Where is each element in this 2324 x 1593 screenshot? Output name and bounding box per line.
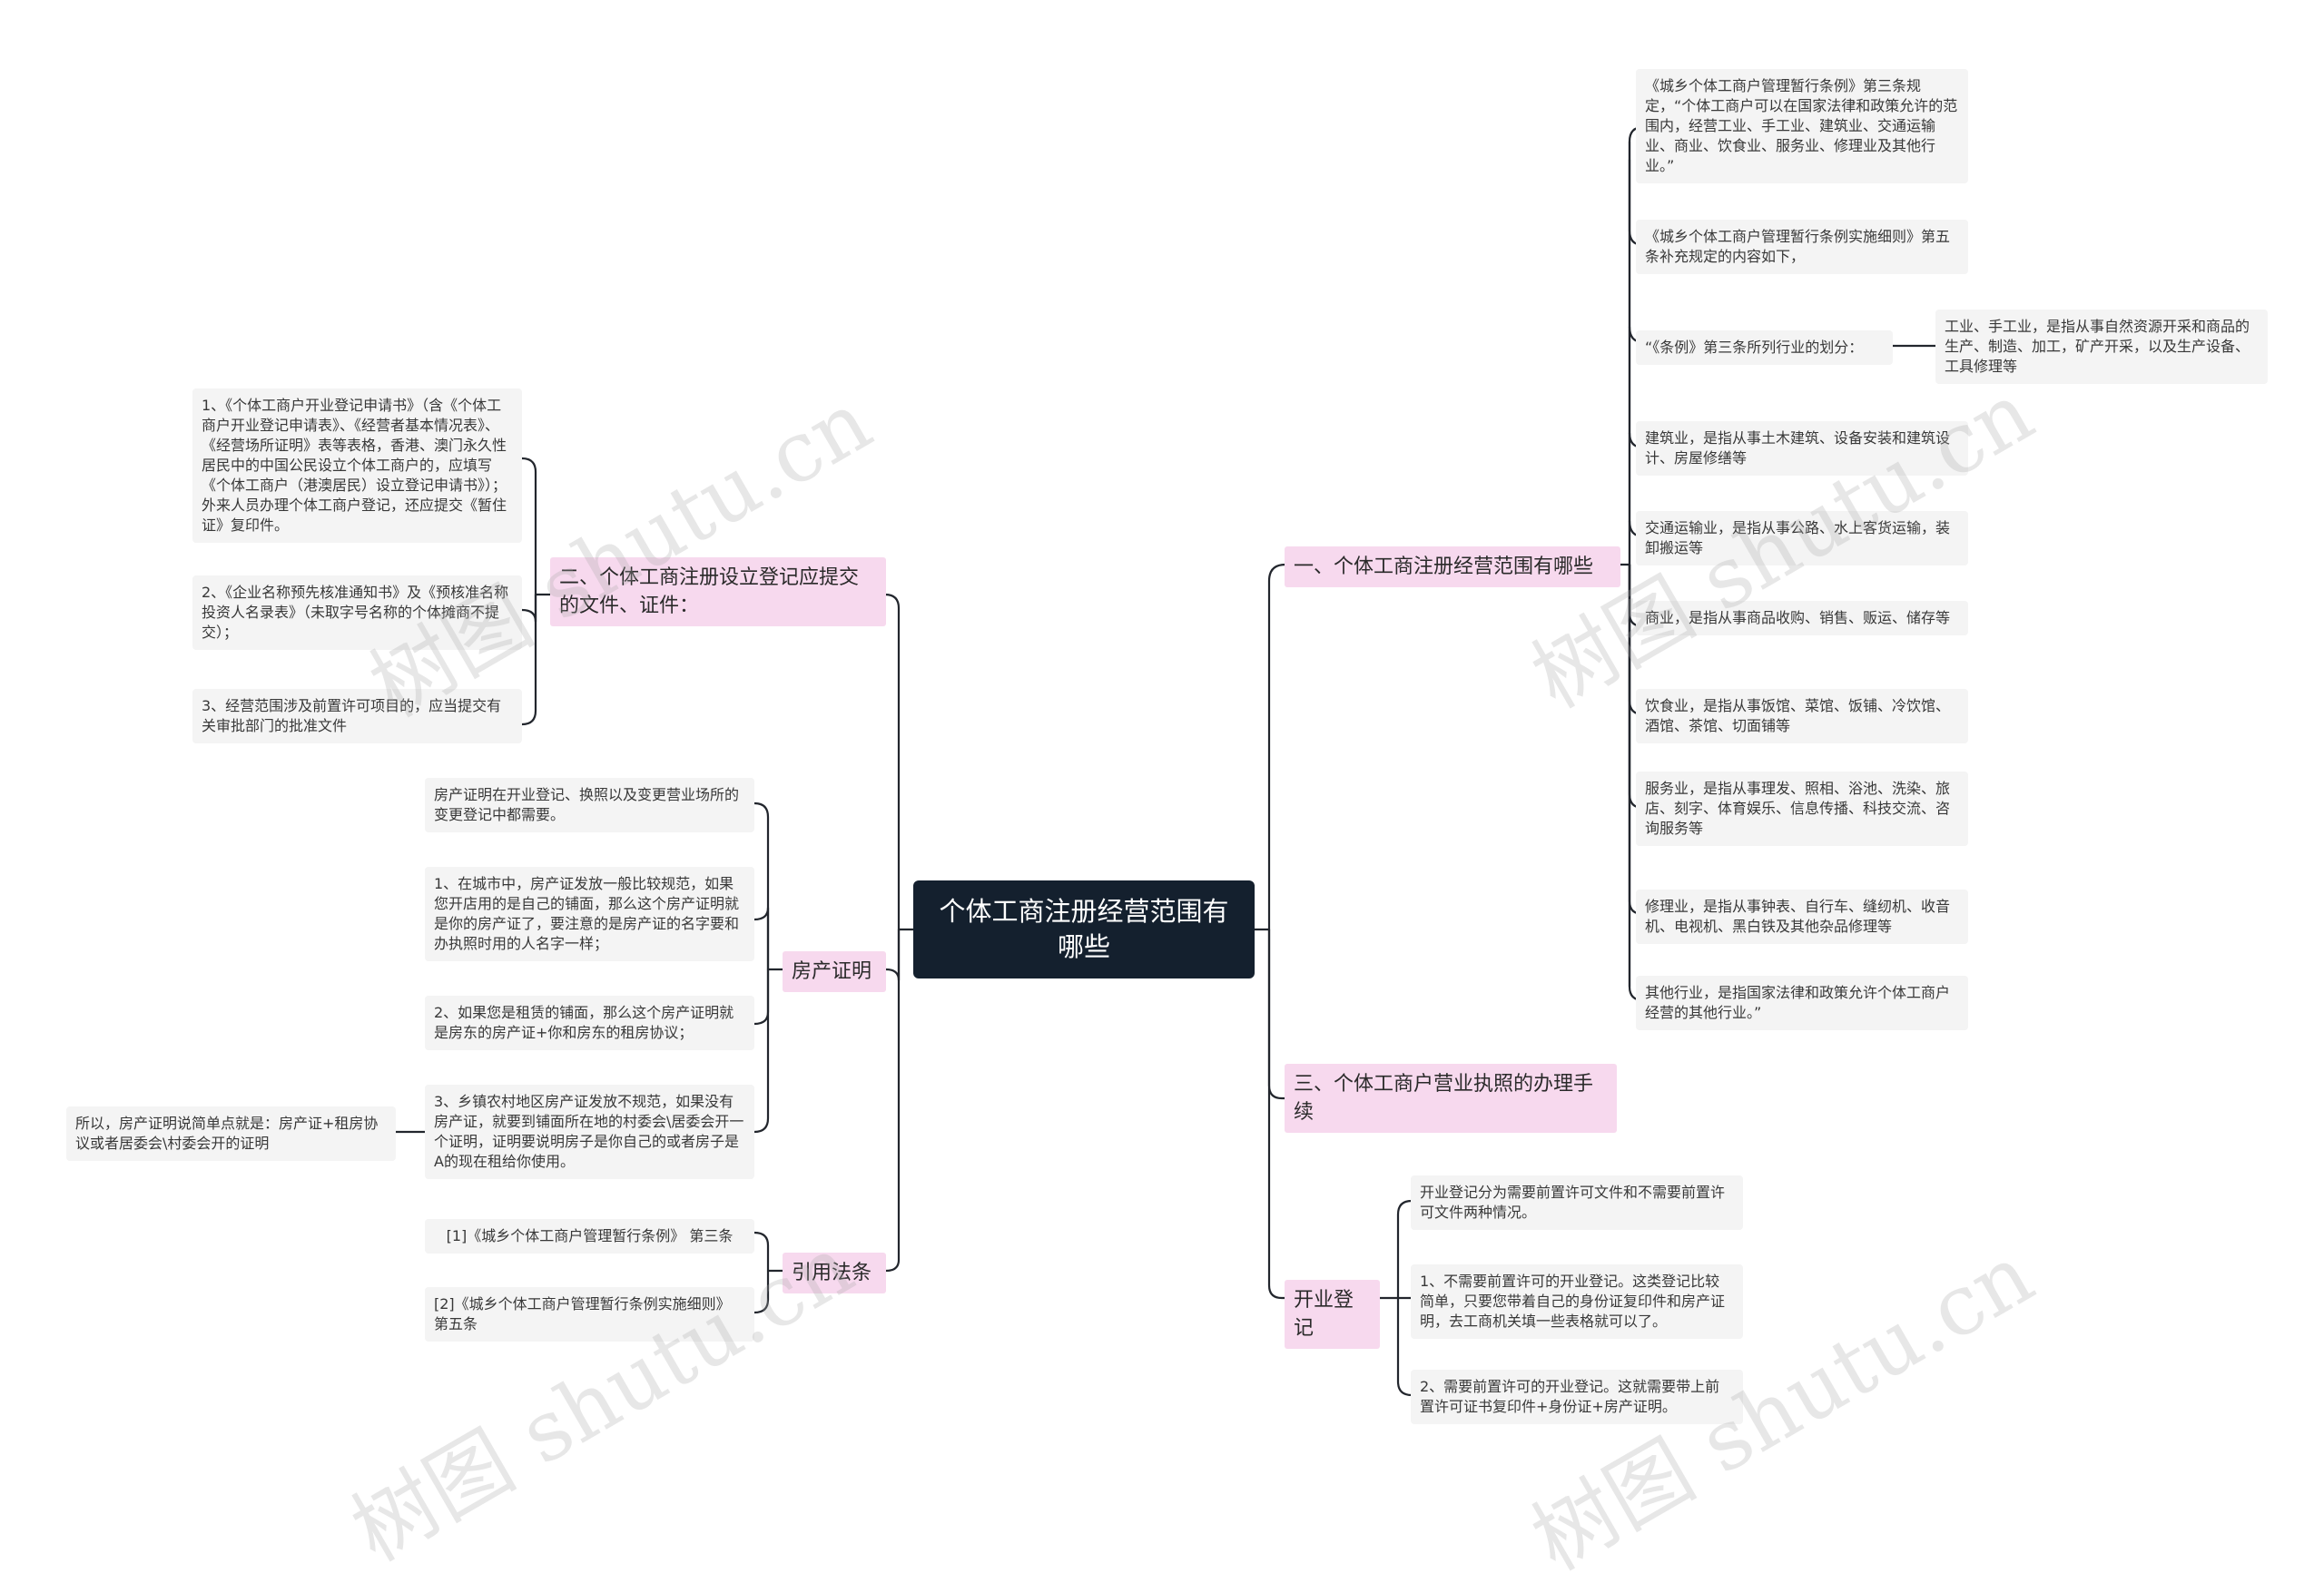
scope-item[interactable]: 《城乡个体工商户管理暂行条例》第三条规定，“个体工商户可以在国家法律和政策允许的… (1636, 69, 1968, 183)
scope-item[interactable]: 饮食业，是指从事饭馆、菜馆、饭铺、冷饮馆、酒馆、茶馆、切面铺等 (1636, 689, 1968, 743)
scope-item[interactable]: 其他行业，是指国家法律和政策允许个体工商户经营的其他行业。” (1636, 976, 1968, 1030)
branch-opening-registration[interactable]: 开业登记 (1285, 1280, 1380, 1349)
scope-item[interactable]: 服务业，是指从事理发、照相、浴池、洗染、旅店、刻字、体育娱乐、信息传播、科技交流… (1636, 772, 1968, 846)
branch-cited-laws[interactable]: 引用法条 (783, 1253, 886, 1293)
scope-item[interactable]: 商业，是指从事商品收购、销售、贩运、储存等 (1636, 601, 1968, 635)
branch-label: 二、个体工商注册设立登记应提交的文件、证件： (559, 566, 860, 617)
branch-label: 三、个体工商户营业执照的办理手续 (1294, 1073, 1594, 1124)
scope-item-text: 《城乡个体工商户管理暂行条例实施细则》第五条补充规定的内容如下， (1645, 228, 1951, 265)
opening-item[interactable]: 2、需要前置许可的开业登记。这就需要带上前置许可证书复印件+身份证+房产证明。 (1411, 1370, 1743, 1424)
document-item[interactable]: 3、经营范围涉及前置许可项目的，应当提交有关审批部门的批准文件 (192, 689, 522, 743)
scope-item-text: 建筑业，是指从事土木建筑、设备安装和建筑设计、房屋修缮等 (1645, 429, 1951, 467)
mindmap-root[interactable]: 个体工商注册经营范围有哪些 (913, 880, 1255, 978)
property-item-text: 2、如果您是租赁的铺面，那么这个房产证明就是房东的房产证+你和房东的租房协议； (434, 1004, 734, 1041)
document-item-text: 1、《个体工商户开业登记申请书》（含《个体工商户开业登记申请表》、《经营者基本情… (202, 397, 507, 534)
property-item-text: 房产证明在开业登记、换照以及变更营业场所的变更登记中都需要。 (434, 786, 740, 823)
property-item[interactable]: 3、乡镇农村地区房产证发放不规范，如果没有房产证，就要到铺面所在地的村委会\居委… (425, 1085, 754, 1179)
scope-subitem-text: 工业、手工业，是指从事自然资源开采和商品的生产、制造、加工，矿产开采，以及生产设… (1945, 318, 2250, 375)
scope-item[interactable]: 建筑业，是指从事土木建筑、设备安装和建筑设计、房屋修缮等 (1636, 421, 1968, 476)
branch-label: 房产证明 (792, 960, 872, 983)
branch-label: 开业登记 (1294, 1289, 1354, 1340)
opening-item-text: 1、不需要前置许可的开业登记。这类登记比较简单，只要您带着自己的身份证复印件和房… (1420, 1273, 1726, 1330)
branch-property-proof[interactable]: 房产证明 (783, 951, 886, 992)
opening-item-text: 2、需要前置许可的开业登记。这就需要带上前置许可证书复印件+身份证+房产证明。 (1420, 1378, 1720, 1415)
law-item-text: [2]《城乡个体工商户管理暂行条例实施细则》 第五条 (434, 1295, 731, 1332)
opening-item-text: 开业登记分为需要前置许可文件和不需要前置许可文件两种情况。 (1420, 1184, 1726, 1221)
scope-item-text: 《城乡个体工商户管理暂行条例》第三条规定，“个体工商户可以在国家法律和政策允许的… (1645, 77, 1958, 174)
scope-item[interactable]: 交通运输业，是指从事公路、水上客货运输，装卸搬运等 (1636, 511, 1968, 565)
property-item-text: 3、乡镇农村地区房产证发放不规范，如果没有房产证，就要到铺面所在地的村委会\居委… (434, 1093, 744, 1170)
law-item[interactable]: [1]《城乡个体工商户管理暂行条例》 第三条 (425, 1219, 754, 1254)
scope-item-text: 其他行业，是指国家法律和政策允许个体工商户经营的其他行业。” (1645, 984, 1951, 1021)
document-item[interactable]: 2、《企业名称预先核准通知书》及《预核准名称投资人名录表》（未取字号名称的个体摊… (192, 575, 522, 650)
scope-item-text: 商业，是指从事商品收购、销售、贩运、储存等 (1645, 609, 1951, 626)
opening-item[interactable]: 1、不需要前置许可的开业登记。这类登记比较简单，只要您带着自己的身份证复印件和房… (1411, 1264, 1743, 1339)
scope-item[interactable]: 修理业，是指从事钟表、自行车、缝纫机、收音机、电视机、黑白铁及其他杂品修理等 (1636, 890, 1968, 944)
law-item-text: [1]《城乡个体工商户管理暂行条例》 第三条 (446, 1227, 734, 1244)
scope-subitem[interactable]: 工业、手工业，是指从事自然资源开采和商品的生产、制造、加工，矿产开采，以及生产设… (1935, 310, 2268, 384)
scope-item-text: 服务业，是指从事理发、照相、浴池、洗染、旅店、刻字、体育娱乐、信息传播、科技交流… (1645, 780, 1951, 837)
scope-item-text: 修理业，是指从事钟表、自行车、缝纫机、收音机、电视机、黑白铁及其他杂品修理等 (1645, 898, 1951, 935)
law-item[interactable]: [2]《城乡个体工商户管理暂行条例实施细则》 第五条 (425, 1287, 754, 1342)
property-summary-text: 所以，房产证明说简单点就是：房产证+租房协议或者居委会\村委会开的证明 (75, 1115, 379, 1152)
property-summary[interactable]: 所以，房产证明说简单点就是：房产证+租房协议或者居委会\村委会开的证明 (66, 1106, 396, 1161)
branch-required-documents[interactable]: 二、个体工商注册设立登记应提交的文件、证件： (550, 557, 886, 626)
document-item-text: 2、《企业名称预先核准通知书》及《预核准名称投资人名录表》（未取字号名称的个体摊… (202, 584, 509, 641)
root-title: 个体工商注册经营范围有哪些 (939, 896, 1229, 962)
document-item[interactable]: 1、《个体工商户开业登记申请书》（含《个体工商户开业登记申请表》、《经营者基本情… (192, 388, 522, 543)
scope-item[interactable]: “《条例》第三条所列行业的划分： (1636, 330, 1893, 365)
property-item-text: 1、在城市中，房产证发放一般比较规范，如果您开店用的是自己的铺面，那么这个房产证… (434, 875, 740, 952)
branch-license-procedure[interactable]: 三、个体工商户营业执照的办理手续 (1285, 1064, 1617, 1133)
branch-label: 引用法条 (792, 1262, 872, 1284)
scope-item-text: 交通运输业，是指从事公路、水上客货运输，装卸搬运等 (1645, 519, 1951, 556)
property-item[interactable]: 房产证明在开业登记、换照以及变更营业场所的变更登记中都需要。 (425, 778, 754, 832)
property-item[interactable]: 2、如果您是租赁的铺面，那么这个房产证明就是房东的房产证+你和房东的租房协议； (425, 996, 754, 1050)
branch-label: 一、个体工商注册经营范围有哪些 (1294, 556, 1594, 578)
property-item[interactable]: 1、在城市中，房产证发放一般比较规范，如果您开店用的是自己的铺面，那么这个房产证… (425, 867, 754, 961)
scope-item-text: 饮食业，是指从事饭馆、菜馆、饭铺、冷饮馆、酒馆、茶馆、切面铺等 (1645, 697, 1951, 734)
mindmap-connectors (394, 125, 1937, 1397)
document-item-text: 3、经营范围涉及前置许可项目的，应当提交有关审批部门的批准文件 (202, 697, 502, 734)
branch-business-scope[interactable]: 一、个体工商注册经营范围有哪些 (1285, 546, 1620, 587)
scope-item-text: “《条例》第三条所列行业的划分： (1645, 339, 1864, 356)
scope-item[interactable]: 《城乡个体工商户管理暂行条例实施细则》第五条补充规定的内容如下， (1636, 220, 1968, 274)
opening-item[interactable]: 开业登记分为需要前置许可文件和不需要前置许可文件两种情况。 (1411, 1175, 1743, 1230)
